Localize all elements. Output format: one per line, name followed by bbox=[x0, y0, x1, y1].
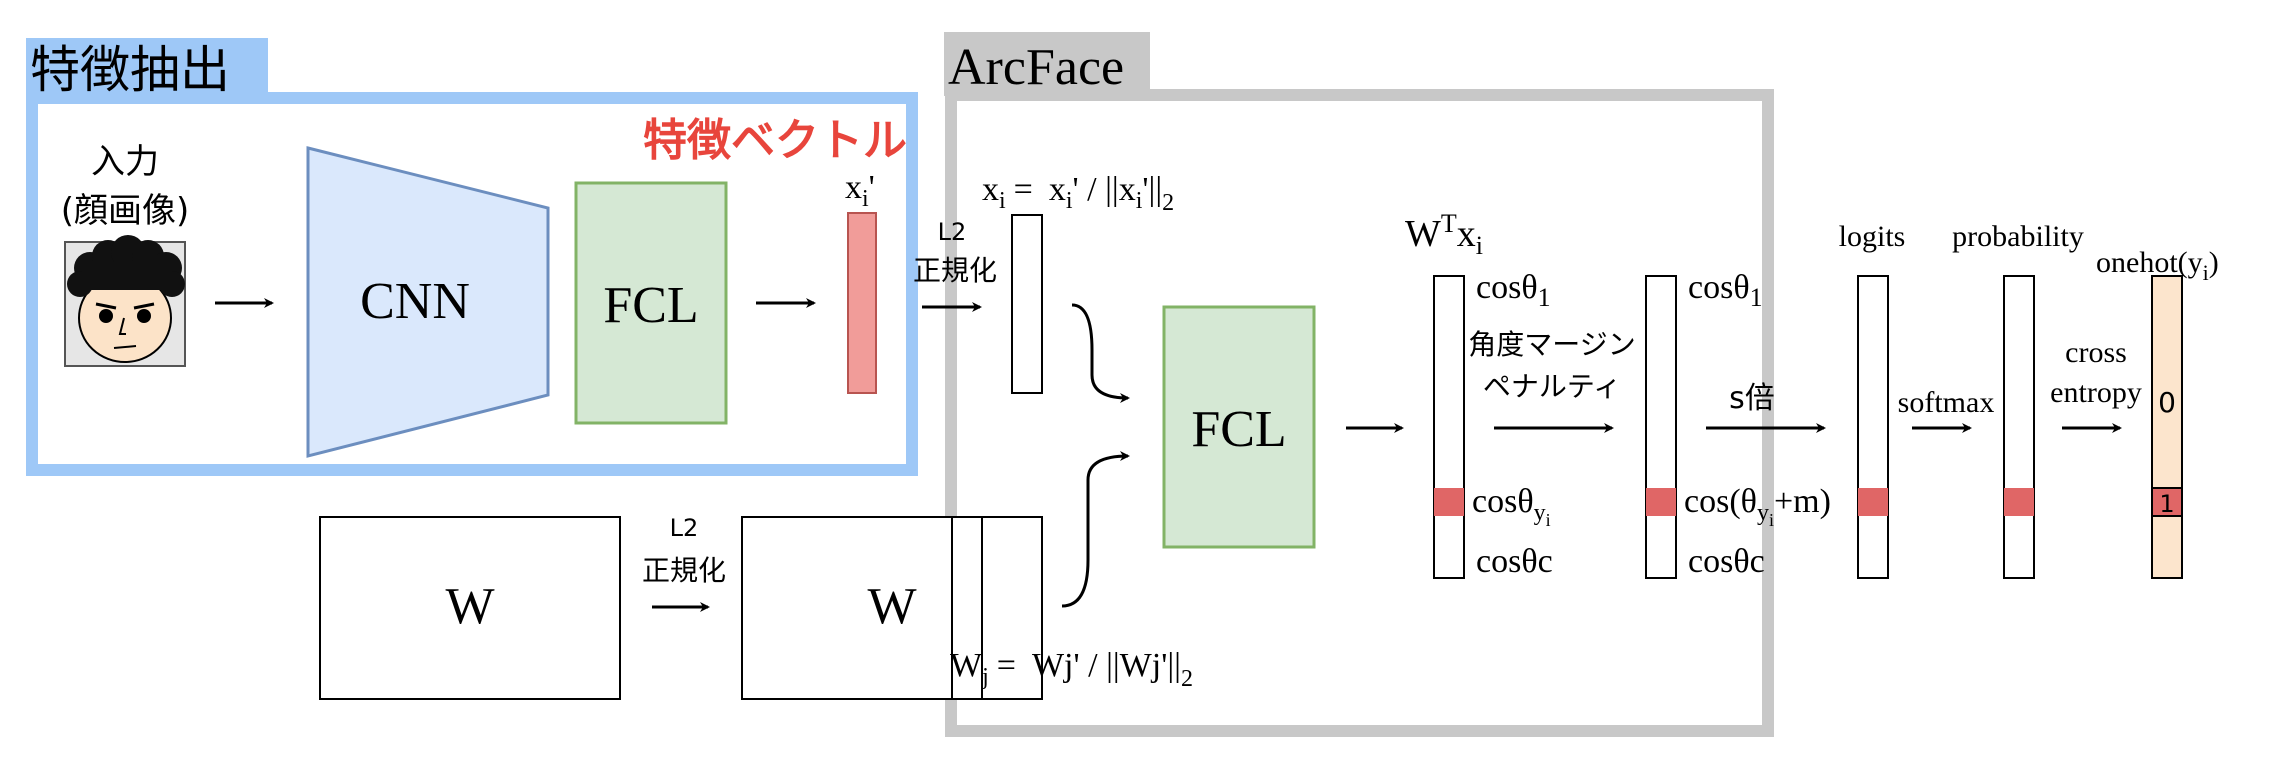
scale-label: s倍 bbox=[1729, 381, 1775, 416]
cnn-block bbox=[306, 146, 550, 458]
margin-highlight-row bbox=[1646, 488, 1676, 516]
arcface-title: ArcFace bbox=[948, 39, 1124, 96]
softmax-label: softmax bbox=[1898, 386, 1995, 419]
fcl-label-arcface: FCL bbox=[1191, 401, 1286, 458]
logits-vector bbox=[1857, 275, 1889, 579]
fcl-block-extract bbox=[574, 181, 728, 425]
onehot-highlight-row bbox=[2151, 487, 2183, 517]
cross-entropy-label-2: entropy bbox=[2050, 376, 2142, 409]
cos-theta-yi-label: cosθyi bbox=[1472, 483, 1551, 530]
onehot-one: 1 bbox=[2159, 490, 2174, 518]
fcl-label-extract: FCL bbox=[603, 277, 698, 334]
w-matrix-raw bbox=[319, 516, 621, 700]
l2-norm-label-top: 正規化 bbox=[913, 254, 997, 287]
margin-vector bbox=[1645, 275, 1677, 579]
cos-theta-c-label: cosθc bbox=[1476, 543, 1553, 580]
input-label: 入力 bbox=[91, 142, 159, 182]
feature-extraction-title: 特徴抽出 bbox=[30, 41, 230, 99]
wtx-vector bbox=[1433, 275, 1465, 579]
onehot-vector bbox=[2151, 275, 2183, 579]
wtx-highlight-row bbox=[1434, 488, 1464, 516]
feature-vector-xi-prime bbox=[847, 212, 877, 394]
wj-column bbox=[951, 516, 983, 700]
margin-penalty-label-2: ペナルティ bbox=[1483, 370, 1621, 403]
cos-theta-1b-label: cosθ1 bbox=[1688, 269, 1763, 312]
w-matrix-normalized bbox=[741, 516, 1043, 700]
w-norm-label: W bbox=[867, 578, 916, 635]
arrow-xi-to-fcl bbox=[1071, 303, 1130, 403]
xi-formula: xi=xi' / ||xi'||2 bbox=[982, 171, 1174, 216]
normalized-xi-vector bbox=[1011, 214, 1043, 394]
probability-vector bbox=[2003, 275, 2035, 579]
probability-highlight-row bbox=[2004, 488, 2034, 516]
arcface-title-bg bbox=[944, 32, 1150, 96]
wj-formula: Wj=Wj' / ||Wj'||2 bbox=[950, 647, 1193, 692]
feature-extraction-title-bg bbox=[26, 38, 268, 100]
l2-label-bottom: L2 bbox=[670, 514, 699, 542]
w-raw-label: W bbox=[445, 578, 494, 635]
logits-header: logits bbox=[1839, 220, 1906, 253]
cos-theta-1-label: cosθ1 bbox=[1476, 269, 1551, 312]
fcl-block-arcface bbox=[1162, 305, 1316, 549]
arrow-wj-to-fcl bbox=[1061, 451, 1130, 608]
cnn-label: CNN bbox=[360, 273, 470, 330]
cos-theta-yi-m-label: cos(θyi+m) bbox=[1684, 483, 1831, 530]
logits-highlight-row bbox=[1858, 488, 1888, 516]
l2-norm-label-bottom: 正規化 bbox=[642, 554, 726, 587]
xi-prime-label: xi' bbox=[845, 169, 875, 212]
input-label-sub: (顔画像) bbox=[61, 191, 190, 231]
l2-label-top: L2 bbox=[938, 218, 967, 246]
feature-vector-label: 特徴ベクトル bbox=[643, 115, 907, 166]
feature-extraction-frame bbox=[26, 92, 918, 476]
face-image bbox=[64, 235, 186, 367]
onehot-zero: 0 bbox=[2158, 386, 2176, 419]
arcface-frame bbox=[945, 89, 1774, 737]
cross-entropy-label: cross bbox=[2065, 336, 2127, 369]
margin-penalty-label: 角度マージン bbox=[1468, 328, 1635, 361]
onehot-header: onehot(yi) bbox=[2096, 246, 2219, 285]
probability-header: probability bbox=[1952, 220, 2084, 253]
wtx-label: WTxi bbox=[1405, 209, 1483, 260]
cos-theta-cb-label: cosθc bbox=[1688, 543, 1765, 580]
